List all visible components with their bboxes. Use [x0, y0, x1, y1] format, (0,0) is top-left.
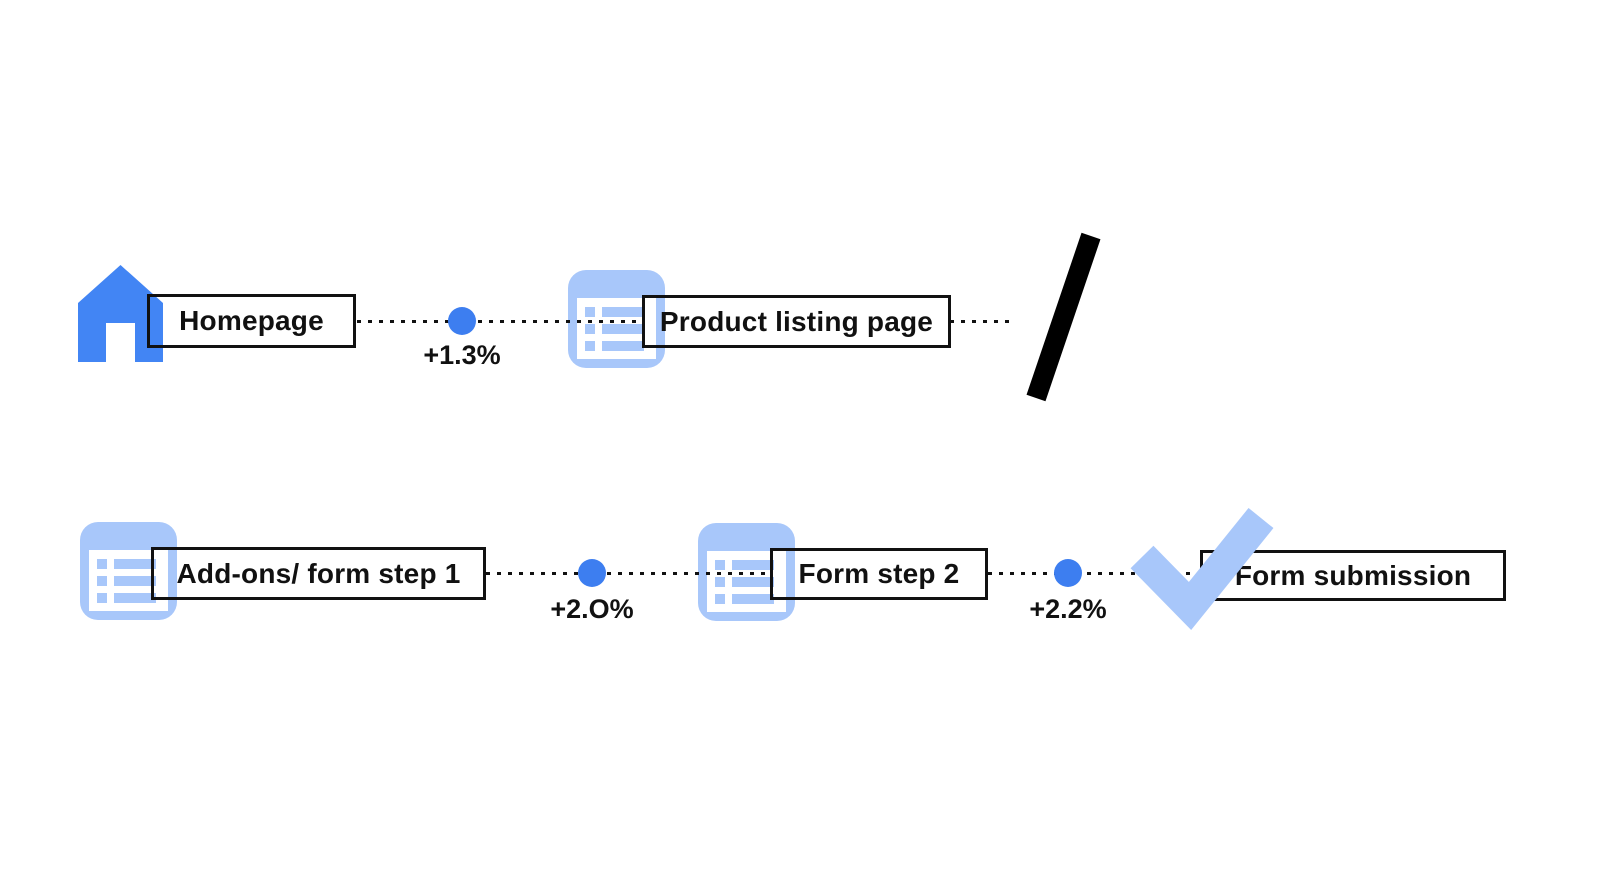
step-box-product-listing: Product listing page	[642, 295, 951, 348]
connector-line	[988, 572, 1200, 575]
list-icon	[568, 270, 665, 368]
connector-line	[486, 572, 770, 575]
list-bullet	[585, 323, 595, 334]
transition-dot	[448, 307, 476, 335]
connector-line	[357, 320, 642, 323]
step-label: Form submission	[1234, 559, 1472, 591]
transition-dot	[578, 559, 606, 587]
step-box-homepage: Homepage	[147, 294, 356, 348]
list-bullet	[97, 558, 107, 569]
list-line	[602, 306, 644, 317]
step-label: Product listing page	[659, 305, 934, 337]
list-bullet	[585, 306, 595, 317]
check-icon	[1130, 507, 1274, 631]
list-line	[114, 558, 156, 569]
connector-line	[950, 320, 1014, 323]
list-bullet	[585, 340, 595, 351]
list-line	[732, 593, 774, 604]
list-icon-panel	[89, 550, 168, 611]
list-bullet	[715, 593, 725, 604]
list-line	[602, 323, 644, 334]
list-line	[114, 592, 156, 603]
flow-break-slash-icon	[1026, 232, 1101, 402]
step-box-form-step-2: Form step 2	[770, 548, 988, 600]
lift-percentage: +2.O%	[550, 594, 634, 624]
lift-percentage: +2.2%	[1029, 594, 1107, 624]
list-line	[114, 575, 156, 586]
list-bullet	[97, 575, 107, 586]
list-bullet	[715, 576, 725, 587]
lift-percentage: +1.3%	[423, 340, 501, 370]
step-box-addons: Add-ons/ form step 1	[151, 547, 486, 600]
list-line	[732, 559, 774, 570]
list-line	[602, 340, 644, 351]
transition-dot	[1054, 559, 1082, 587]
list-bullet	[97, 592, 107, 603]
home-icon	[78, 265, 163, 362]
list-line	[732, 576, 774, 587]
step-label: Add-ons/ form step 1	[176, 557, 461, 589]
step-box-form-submission: Form submission	[1200, 550, 1506, 601]
step-label: Form step 2	[798, 558, 960, 589]
list-icon	[80, 522, 177, 620]
list-bullet	[715, 559, 725, 570]
step-label: Homepage	[179, 305, 324, 336]
